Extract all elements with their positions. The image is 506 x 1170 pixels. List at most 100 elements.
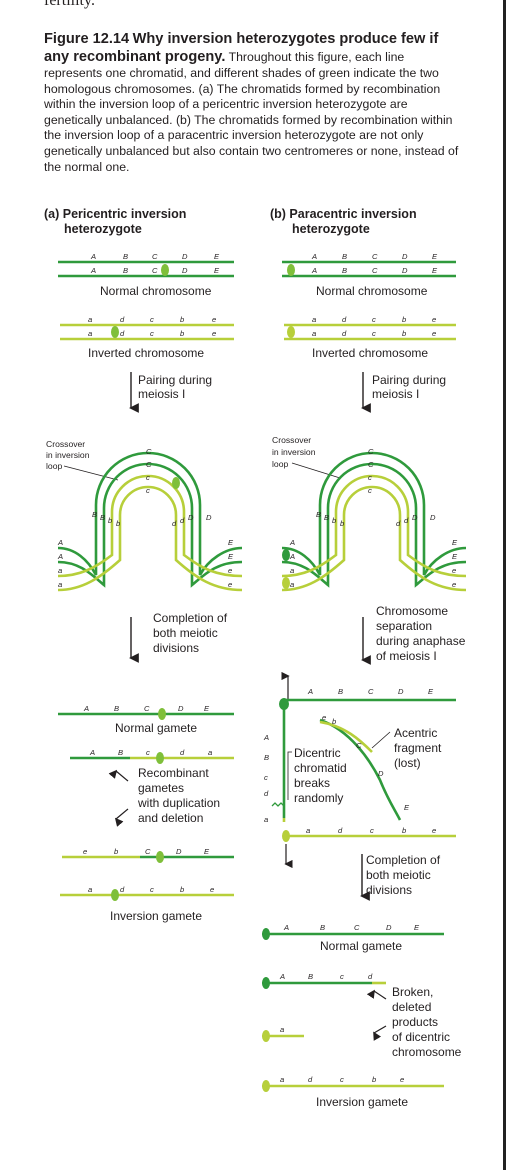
svg-text:randomly: randomly bbox=[294, 791, 343, 805]
svg-text:a: a bbox=[306, 826, 310, 835]
panel-a-title-2: heterozygote bbox=[64, 222, 142, 236]
svg-text:e: e bbox=[400, 1075, 404, 1084]
svg-text:c: c bbox=[150, 329, 154, 338]
svg-text:c: c bbox=[264, 773, 268, 782]
centromere-icon bbox=[111, 326, 119, 338]
panel-a-normal-chromosome: A B C D E A B C D E Normal chromosome bbox=[58, 252, 234, 298]
svg-text:d: d bbox=[342, 329, 347, 338]
svg-text:and deletion: and deletion bbox=[138, 811, 203, 825]
panel-a-normal-label: Normal chromosome bbox=[100, 284, 212, 298]
svg-text:D: D bbox=[206, 513, 212, 522]
svg-text:D: D bbox=[398, 687, 404, 696]
centromere-icon bbox=[262, 928, 270, 940]
svg-text:during anaphase: during anaphase bbox=[376, 634, 466, 648]
svg-text:B: B bbox=[308, 972, 313, 981]
centromere-icon bbox=[161, 264, 169, 276]
svg-text:a: a bbox=[312, 315, 316, 324]
svg-text:a: a bbox=[290, 580, 294, 589]
centromere-icon bbox=[282, 549, 290, 561]
svg-text:a: a bbox=[290, 566, 294, 575]
svg-text:Acentric: Acentric bbox=[394, 726, 437, 740]
svg-text:D: D bbox=[386, 923, 392, 932]
svg-text:A: A bbox=[283, 923, 289, 932]
svg-text:in inversion: in inversion bbox=[46, 450, 90, 460]
svg-text:d: d bbox=[342, 315, 347, 324]
svg-text:D: D bbox=[378, 769, 384, 778]
svg-text:a: a bbox=[280, 1075, 284, 1084]
svg-text:E: E bbox=[452, 552, 458, 561]
panel-b-title-1: (b) Paracentric inversion bbox=[270, 207, 417, 221]
svg-text:d: d bbox=[120, 329, 125, 338]
svg-text:d: d bbox=[338, 826, 343, 835]
centromere-icon bbox=[262, 1030, 270, 1042]
svg-text:A: A bbox=[289, 538, 295, 547]
svg-text:B: B bbox=[320, 923, 325, 932]
svg-text:d: d bbox=[120, 885, 125, 894]
svg-text:breaks: breaks bbox=[294, 776, 330, 790]
break-icon bbox=[271, 802, 285, 807]
svg-text:b: b bbox=[114, 847, 118, 856]
centromere-icon bbox=[287, 264, 295, 276]
svg-text:with duplication: with duplication bbox=[137, 796, 220, 810]
svg-text:Pairing during: Pairing during bbox=[138, 373, 212, 387]
svg-text:Crossover: Crossover bbox=[46, 439, 85, 449]
svg-text:C: C bbox=[368, 460, 374, 469]
svg-text:C: C bbox=[146, 460, 152, 469]
svg-text:E: E bbox=[432, 266, 438, 275]
svg-text:Pairing during: Pairing during bbox=[372, 373, 446, 387]
svg-text:products: products bbox=[392, 1015, 438, 1029]
svg-text:chromosome: chromosome bbox=[392, 1045, 462, 1059]
svg-text:d: d bbox=[368, 972, 373, 981]
svg-text:e: e bbox=[83, 847, 87, 856]
svg-text:D: D bbox=[182, 252, 188, 261]
svg-text:E: E bbox=[214, 266, 220, 275]
panel-a-inversion-gamete: a d c b e Inversion gamete bbox=[60, 885, 234, 923]
centromere-icon bbox=[172, 477, 180, 489]
svg-text:C: C bbox=[152, 266, 158, 275]
svg-text:C: C bbox=[356, 741, 362, 750]
svg-text:A: A bbox=[289, 552, 295, 561]
panel-a-inverted-label: Inverted chromosome bbox=[88, 346, 204, 360]
svg-text:(lost): (lost) bbox=[394, 756, 421, 770]
arrow-icon bbox=[114, 808, 129, 827]
svg-text:Inversion gamete: Inversion gamete bbox=[110, 909, 202, 923]
svg-text:divisions: divisions bbox=[366, 883, 412, 897]
svg-text:C: C bbox=[144, 704, 150, 713]
svg-text:e: e bbox=[452, 566, 456, 575]
svg-text:d: d bbox=[308, 1075, 313, 1084]
panel-a-inversion-loop: Crossover in inversion loop C C c c B B … bbox=[46, 439, 243, 592]
svg-text:D: D bbox=[178, 704, 184, 713]
svg-text:e: e bbox=[228, 566, 232, 575]
svg-text:b: b bbox=[180, 885, 184, 894]
svg-text:Broken,: Broken, bbox=[392, 985, 433, 999]
svg-text:c: c bbox=[146, 748, 150, 757]
panel-a-recombinant-gamete-1: A B c d a bbox=[70, 748, 234, 764]
panel-a-inverted-chromosome: a d c b e a d c b e Inverted chromosome bbox=[60, 315, 234, 360]
svg-text:chromatid: chromatid bbox=[294, 761, 347, 775]
svg-text:Crossover: Crossover bbox=[272, 435, 311, 445]
svg-text:b: b bbox=[108, 516, 112, 525]
svg-text:D: D bbox=[176, 847, 182, 856]
svg-text:a: a bbox=[88, 315, 92, 324]
svg-text:A: A bbox=[90, 266, 96, 275]
svg-text:Chromosome: Chromosome bbox=[376, 604, 448, 618]
svg-text:E: E bbox=[428, 687, 434, 696]
panel-b-inversion-gamete: a d c b e Inversion gamete bbox=[262, 1075, 444, 1109]
svg-text:B: B bbox=[100, 513, 105, 522]
centromere-icon bbox=[262, 1080, 270, 1092]
svg-text:a: a bbox=[88, 885, 92, 894]
svg-text:c: c bbox=[150, 315, 154, 324]
svg-text:b: b bbox=[332, 717, 336, 726]
panel-b-inverted-chromosome: a d c b e a d c b e Inverted chromosome bbox=[284, 315, 456, 360]
panel-b-broken-product-1: A B c d bbox=[262, 972, 386, 989]
svg-text:e: e bbox=[212, 315, 216, 324]
svg-text:B: B bbox=[264, 753, 269, 762]
svg-text:e: e bbox=[432, 826, 436, 835]
svg-text:Completion of: Completion of bbox=[366, 853, 441, 867]
panel-a-title-1: (a) Pericentric inversion bbox=[44, 207, 186, 221]
svg-text:b: b bbox=[402, 315, 406, 324]
svg-text:B: B bbox=[324, 513, 329, 522]
panel-b-normal-chromosome: A B C D E A B C D E Normal chromosome bbox=[282, 252, 456, 298]
svg-text:A: A bbox=[83, 704, 89, 713]
svg-text:c: c bbox=[368, 486, 372, 495]
